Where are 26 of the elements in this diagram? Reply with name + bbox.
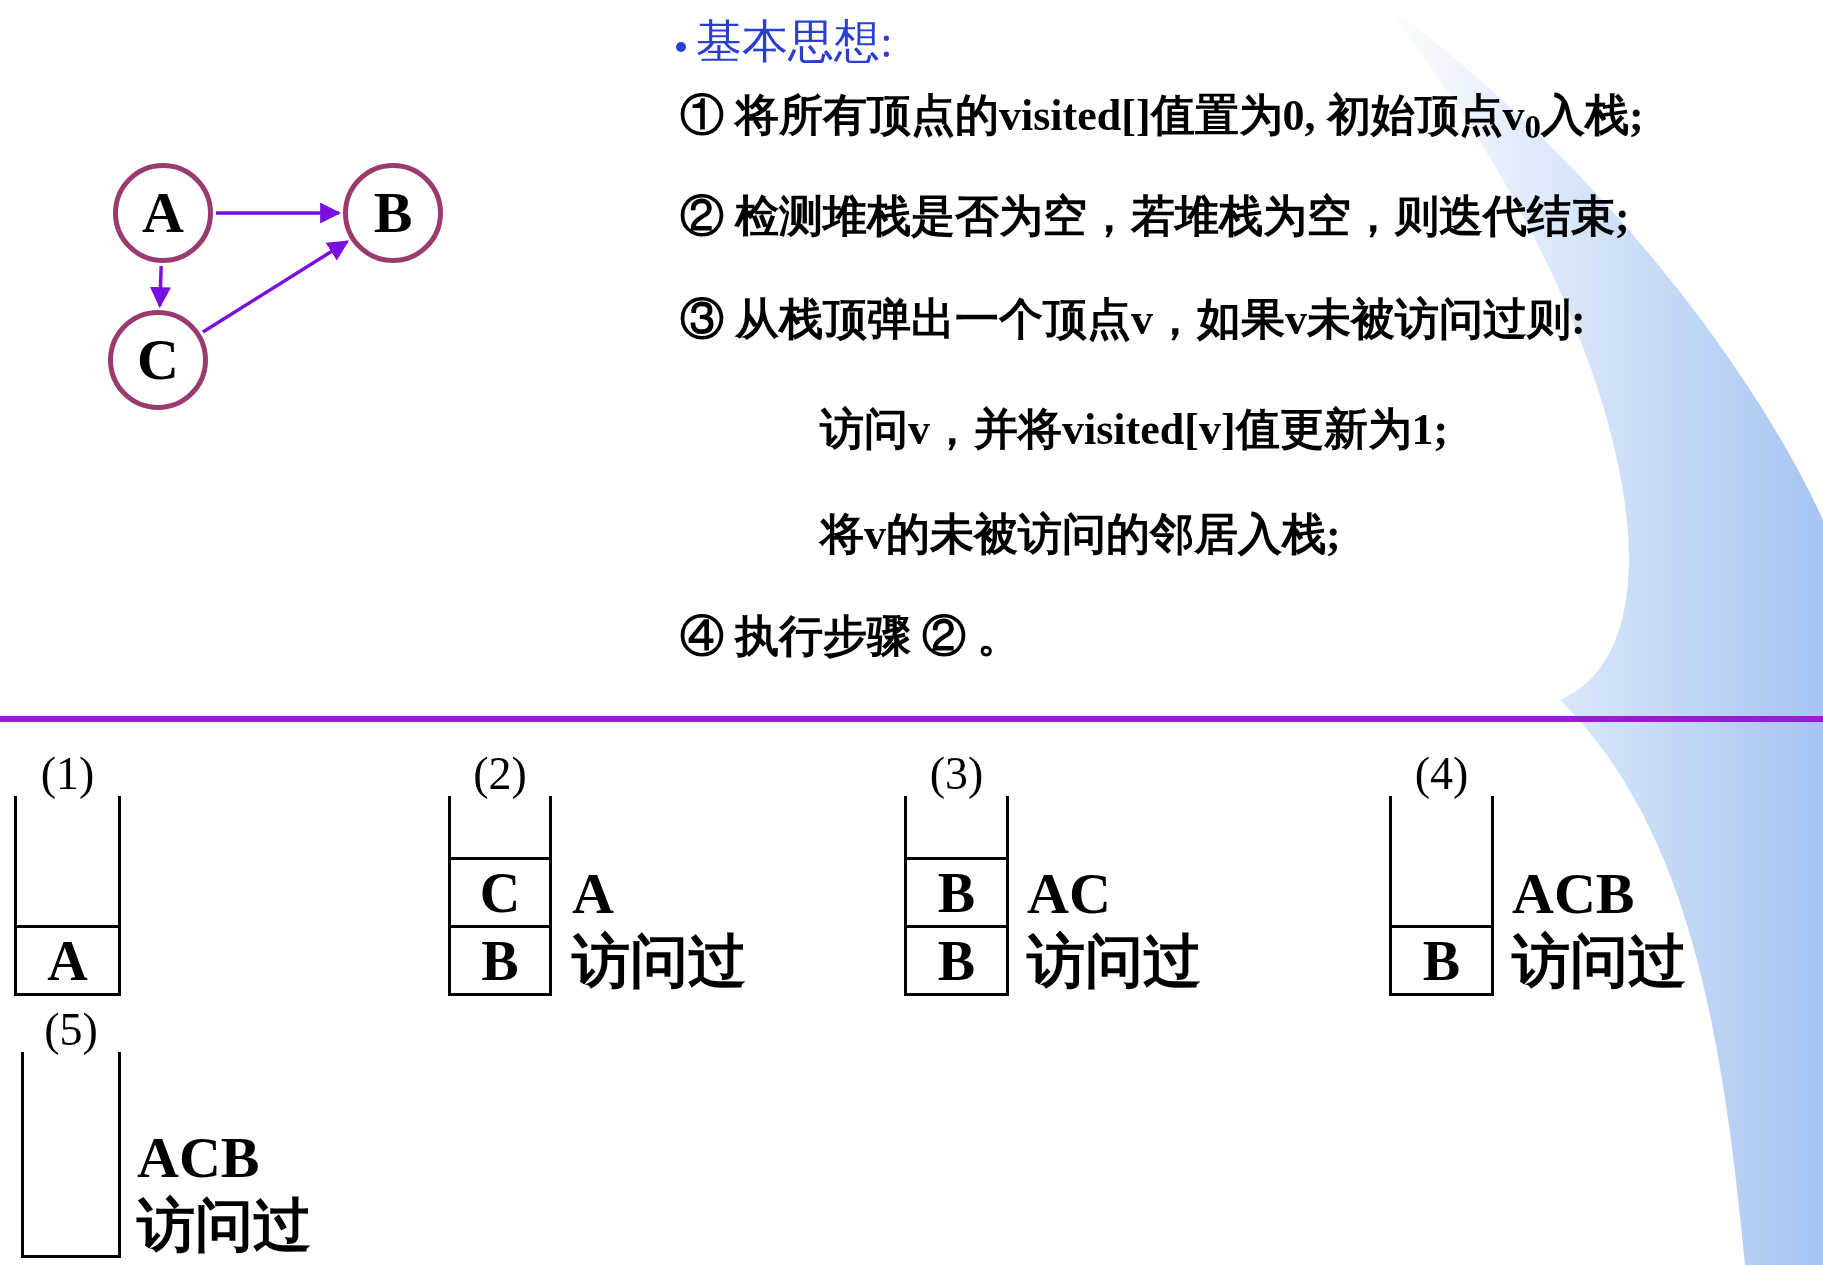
arrow: [150, 265, 171, 309]
visited-note: AC: [1027, 860, 1112, 928]
visited-note: ACB: [1512, 860, 1636, 928]
arrow: [216, 202, 342, 224]
step-text: ③ 从栈顶弹出一个顶点v，如果v未被访问过则:: [680, 294, 1586, 346]
step-text: ② 检测堆栈是否为空，若堆栈为空，则迭代结束;: [680, 191, 1630, 243]
heading: 基本思想:: [696, 15, 893, 69]
cell-label: B: [481, 932, 519, 989]
visited-note: 访问过: [1027, 928, 1201, 996]
visited-note: A: [572, 860, 615, 928]
step-text: ④ 执行步骤 ② 。: [680, 611, 1021, 663]
visited-note: 访问过: [572, 928, 746, 996]
cell-label: B: [937, 932, 976, 989]
vertex-label: C: [137, 331, 179, 389]
visited-note: ACB: [137, 1124, 261, 1192]
vertex-label: A: [142, 184, 184, 242]
visited-note: 访问过: [137, 1192, 311, 1260]
cell-label: A: [47, 932, 88, 989]
cell-label: B: [1422, 932, 1461, 989]
step-text: 将v的未被访问的邻居入栈;: [820, 509, 1341, 561]
cell-label: B: [937, 864, 976, 921]
cell-label: C: [479, 864, 521, 921]
step-text: 访问v，并将visited[v]值更新为1;: [820, 404, 1449, 456]
step-text: ① 将所有顶点的visited[]值置为0, 初始顶点v$_{0}$入栈;: [680, 90, 1644, 144]
vertex-label: B: [373, 184, 413, 242]
visited-note: 访问过: [1512, 928, 1686, 996]
